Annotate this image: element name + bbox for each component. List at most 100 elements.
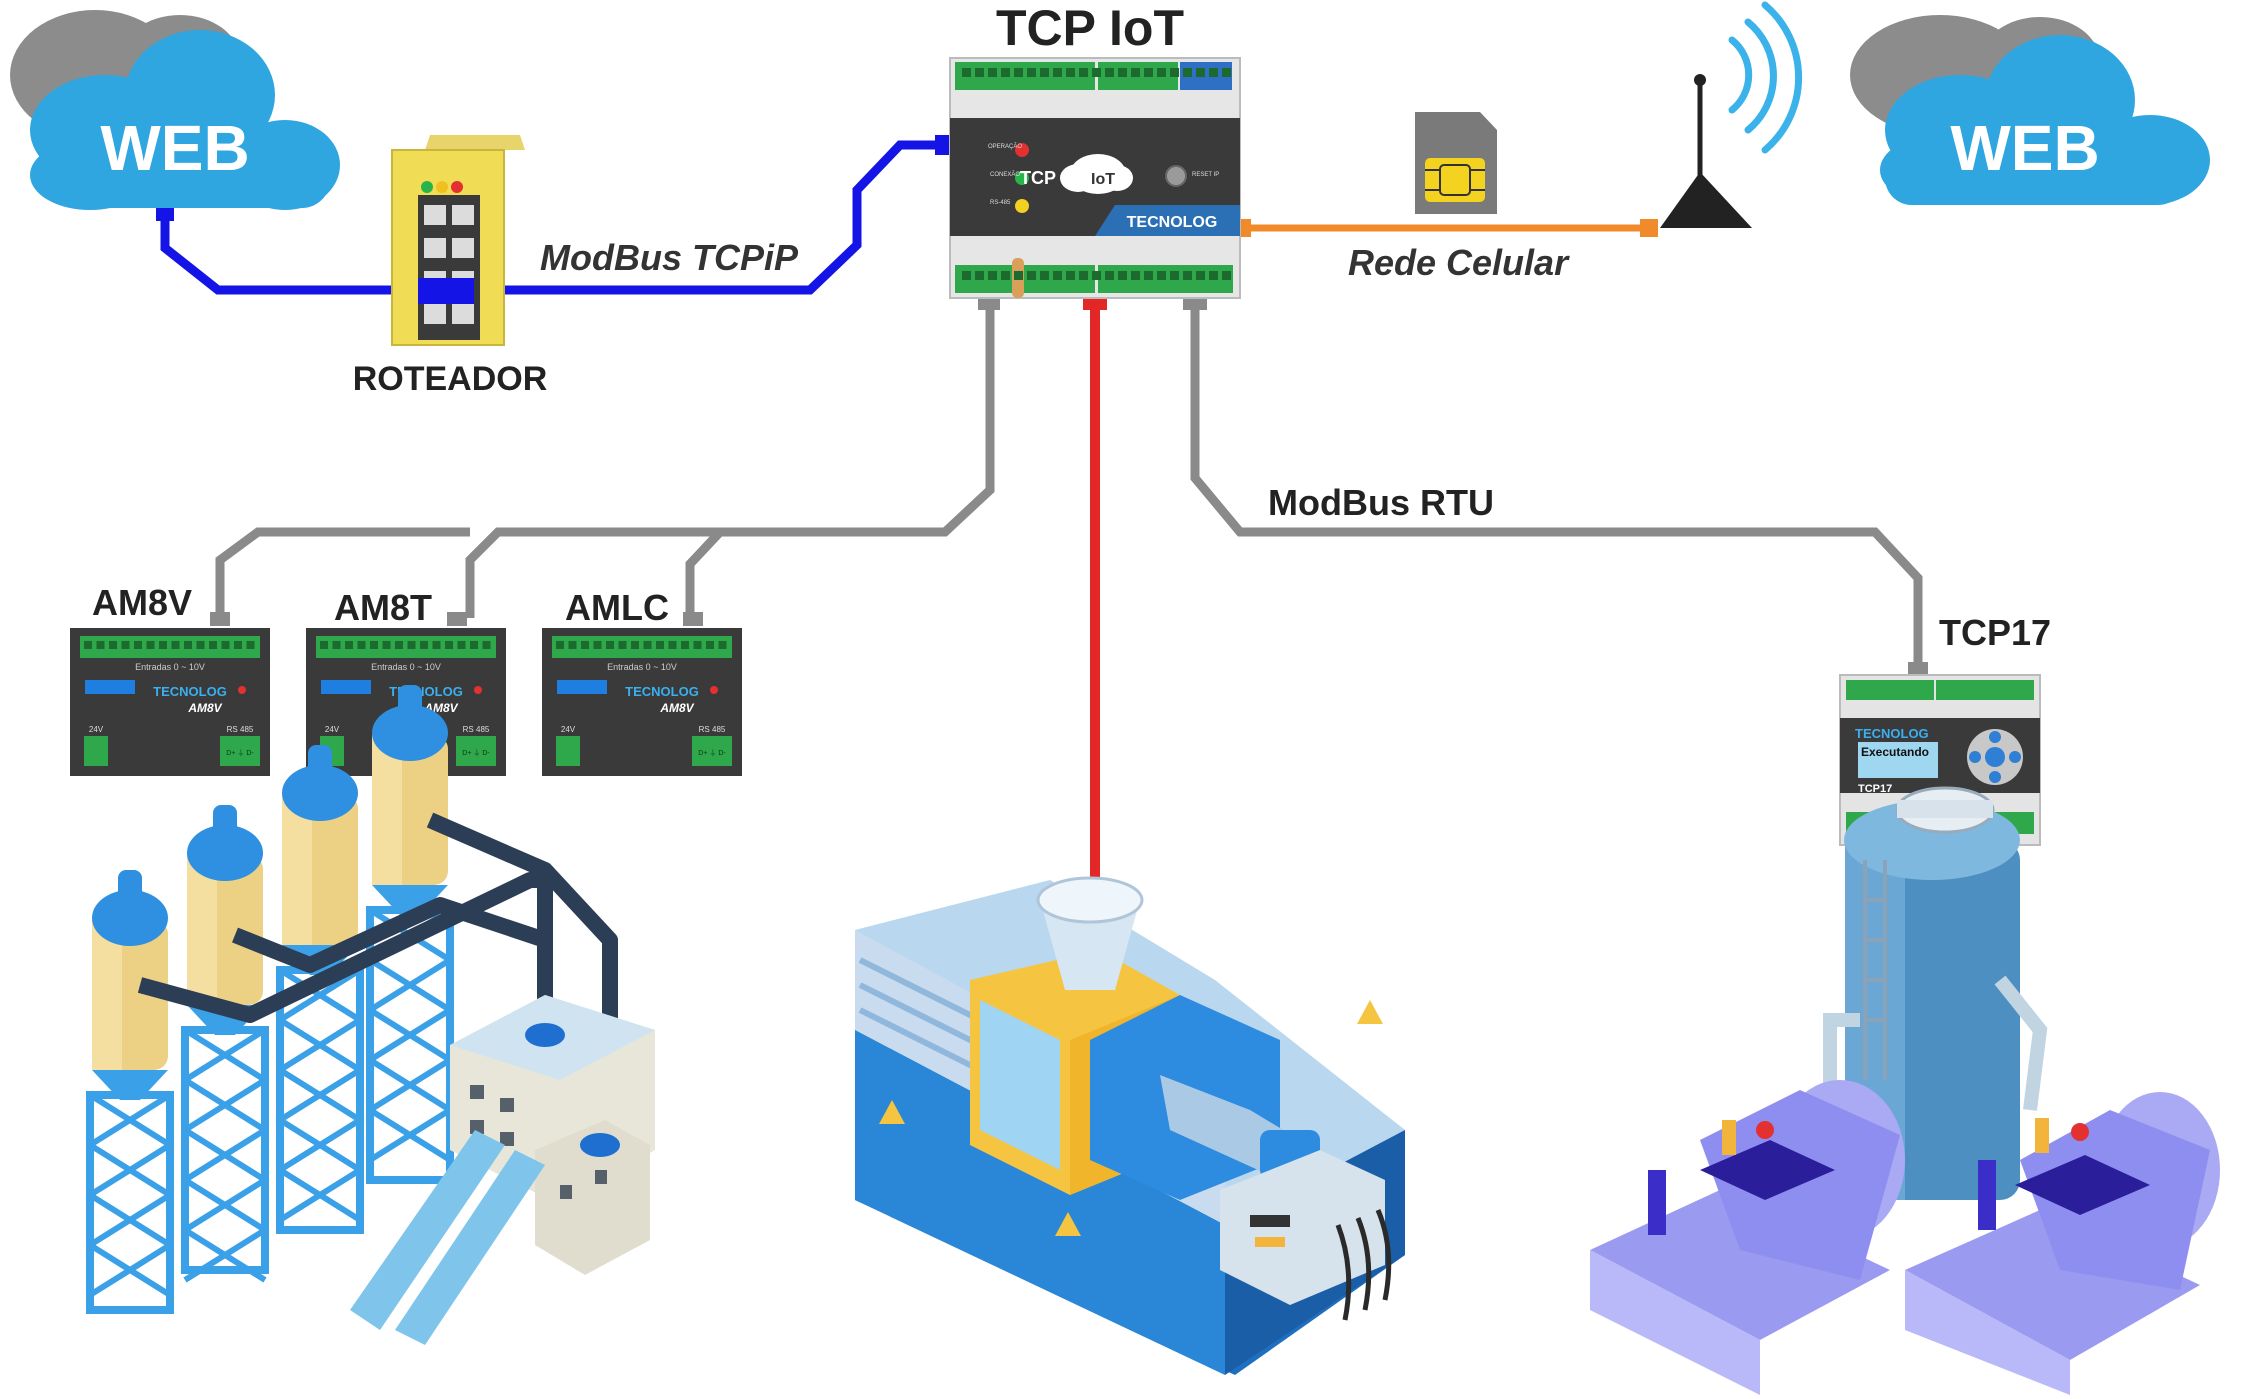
dip-switch[interactable]: [85, 680, 135, 694]
rtu-bus-mod1: [465, 527, 718, 618]
rtu-port-tcpiot-left: [978, 298, 1000, 310]
led-conexao-label: CONEXÃO: [990, 171, 1020, 178]
terminal-screw: [975, 271, 984, 280]
status-led: [238, 686, 246, 694]
ethernet-port-tcpiot: [935, 135, 951, 155]
ethernet-link-cloud-router: [160, 212, 425, 295]
rtu-port-mod0: [210, 612, 230, 626]
rtu-link-label: ModBus RTU: [1268, 482, 1494, 523]
terminal-screw: [988, 271, 997, 280]
dip-switch[interactable]: [557, 680, 607, 694]
cloud-icon-right: WEB: [1850, 15, 2210, 205]
cloud-icon-left: WEB: [10, 10, 340, 210]
terminal-screw: [1014, 68, 1023, 77]
terminal-screw: [962, 68, 971, 77]
module-top-terminal: [552, 636, 732, 658]
module-inputs-label: Entradas 0 ~ 10V: [371, 662, 441, 672]
router-label: ROTEADOR: [353, 360, 548, 398]
module-pwr-label: 24V: [325, 725, 340, 734]
cellular-link-label: Rede Celular: [1348, 242, 1570, 283]
terminal-screw: [1066, 68, 1075, 77]
led-rs485-label: RS-485: [990, 200, 1011, 206]
injection-machine-illustration: [855, 876, 1405, 1375]
terminal-screw: [1170, 68, 1179, 77]
terminal-screw: [1144, 271, 1153, 280]
rtu-port-mod1: [447, 612, 467, 626]
sim-card-icon: [1415, 112, 1497, 214]
module-title: AMLC: [565, 587, 669, 628]
am-module-0: AM8V: [70, 582, 270, 776]
terminal-screw: [1157, 271, 1166, 280]
tcpiot-logo: TCP IoT: [1020, 154, 1133, 194]
module-bus-label: RS 485: [463, 725, 490, 734]
rtu-port-mod2: [683, 612, 703, 626]
cloud-right-label: WEB: [1950, 112, 2099, 184]
ethernet-port-cloud: [156, 205, 174, 221]
terminal-screw: [1040, 271, 1049, 280]
terminal-screw: [1027, 68, 1036, 77]
module-model: AM8V: [659, 701, 694, 715]
am-module-2: AMLC: [542, 587, 742, 776]
terminal-screw: [988, 68, 997, 77]
reset-label: RESET IP: [1192, 172, 1219, 178]
module-top-terminal: [80, 636, 260, 658]
silos-illustration: [86, 685, 655, 1345]
tcp17-model: TCP17: [1858, 783, 1892, 795]
tcp17-screen-text: Executando: [1861, 745, 1929, 759]
dip-switch[interactable]: [321, 680, 371, 694]
terminal-screw: [1196, 271, 1205, 280]
terminal-screw: [1118, 68, 1127, 77]
tcpiot-logo-right: IoT: [1091, 171, 1115, 188]
reset-button[interactable]: [1165, 165, 1187, 187]
status-led: [474, 686, 482, 694]
power-terminal: [556, 736, 580, 766]
terminal-screw: [1092, 271, 1101, 280]
terminal-screw: [1014, 271, 1023, 280]
module-brand: TECNOLOG: [153, 684, 227, 699]
module-inputs-label: Entradas 0 ~ 10V: [607, 662, 677, 672]
module-pwr-label: 24V: [89, 725, 104, 734]
antenna-icon: [1660, 1, 1803, 228]
terminal-screw: [1131, 68, 1140, 77]
terminal-screw: [1053, 68, 1062, 77]
terminal-screw: [962, 271, 971, 280]
module-inputs-label: Entradas 0 ~ 10V: [135, 662, 205, 672]
terminal-screw: [1222, 68, 1231, 77]
cellular-port-right: [1640, 219, 1658, 237]
tcp17-brand: TECNOLOG: [1855, 726, 1929, 741]
ethernet-link-router-tcpiot: [470, 140, 945, 295]
terminal-screw: [1131, 271, 1140, 280]
terminal-screw: [1157, 68, 1166, 77]
terminal-screw: [1079, 68, 1088, 77]
module-pwr-label: 24V: [561, 725, 576, 734]
terminal-screw: [975, 68, 984, 77]
tcp17-keypad[interactable]: [1967, 729, 2023, 785]
module-bus-pins: D+ ⏚ D-: [226, 749, 254, 757]
module-title: AM8V: [92, 582, 192, 623]
terminal-screw: [1105, 271, 1114, 280]
terminal-screw: [1066, 271, 1075, 280]
terminal-screw: [1196, 68, 1205, 77]
terminal-screw: [1092, 68, 1101, 77]
status-led: [710, 686, 718, 694]
tcpiot-brand: TECNOLOG: [1127, 214, 1218, 231]
rs485-terminal: [692, 736, 732, 766]
rs485-terminal: [220, 736, 260, 766]
tcpip-link-label: ModBus TCPiP: [540, 237, 799, 278]
module-bus-pins: D+ ⏚ D-: [462, 749, 490, 757]
terminal-screw: [1209, 68, 1218, 77]
led-operacao-label: OPERAÇÃO: [988, 143, 1022, 150]
terminal-screw: [1040, 68, 1049, 77]
power-terminal: [84, 736, 108, 766]
terminal-screw: [1183, 68, 1192, 77]
terminal-screw: [1053, 271, 1062, 280]
tcpiot-logo-left: TCP: [1020, 168, 1056, 188]
terminal-screw: [1001, 271, 1010, 280]
module-title: AM8T: [334, 587, 432, 628]
tcpiot-device: TECNOLOG OPERAÇÃO CONEXÃO RS-485 TCP IoT…: [949, 57, 1241, 299]
tcpiot-title: TCP IoT: [996, 0, 1184, 56]
terminal-screw: [1209, 271, 1218, 280]
tcp17-title: TCP17: [1939, 612, 2051, 653]
rtu-bus-left: [685, 305, 995, 618]
led-rs485: [1015, 199, 1029, 213]
